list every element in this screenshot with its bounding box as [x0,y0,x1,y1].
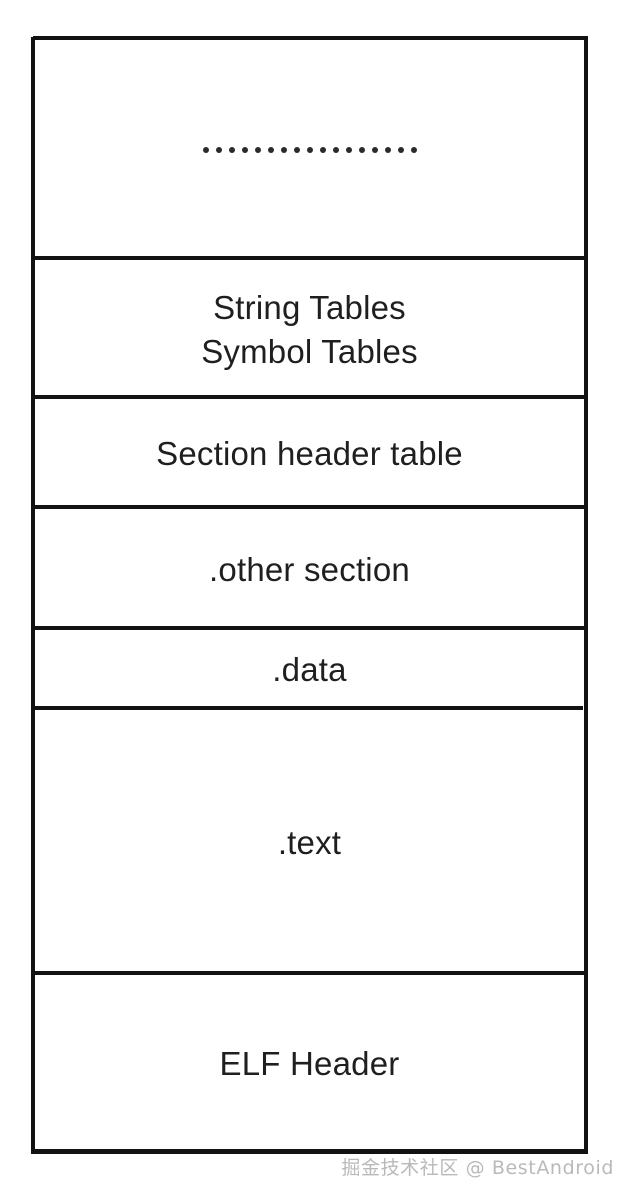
section-divider-2 [32,505,585,509]
ellipsis-dot [371,147,378,153]
ellipsis-dots [202,147,417,153]
ellipsis-dot [215,147,222,153]
diagram-border-top [33,36,588,40]
diagram-border-bottom [31,1149,588,1154]
diagram-border-left [31,37,35,1153]
ellipsis-dot [384,147,391,153]
section-label-string-symbol-tables: String Tables Symbol Tables [201,288,418,370]
ellipsis-dot [306,147,313,153]
ellipsis-dot [202,147,209,153]
ellipsis-dot [332,147,339,153]
section-divider-4 [31,706,583,710]
section-elf-header: ELF Header [35,975,584,1153]
section-label-other-section: .other section [209,550,410,588]
section-other-section: .other section [35,509,584,630]
diagram-border-right [584,38,588,1152]
ellipsis-dot [397,147,404,153]
ellipsis-dot [293,147,300,153]
section-label-section-header-table: Section header table [156,435,463,473]
ellipsis-dot [345,147,352,153]
section-divider-1 [33,395,585,399]
section-divider-0 [33,256,586,260]
section-text-section: .text [35,710,584,975]
section-divider-5 [31,971,584,975]
ellipsis-dot [280,147,287,153]
section-ellipsis [35,40,584,260]
section-label-elf-header: ELF Header [219,1045,400,1083]
ellipsis-dot [410,147,417,153]
ellipsis-dot [254,147,261,153]
ellipsis-dot [319,147,326,153]
ellipsis-dot [267,147,274,153]
section-section-header-table: Section header table [35,399,584,509]
ellipsis-dot [358,147,365,153]
section-string-symbol-tables: String Tables Symbol Tables [35,260,584,399]
ellipsis-dot [241,147,248,153]
section-divider-3 [31,626,584,630]
watermark-text: 掘金技术社区 @ BestAndroid [341,1157,614,1179]
section-label-text-section: .text [277,823,342,861]
ellipsis-dot [228,147,235,153]
section-data-section: .data [35,630,584,710]
section-label-data-section: .data [272,651,347,689]
